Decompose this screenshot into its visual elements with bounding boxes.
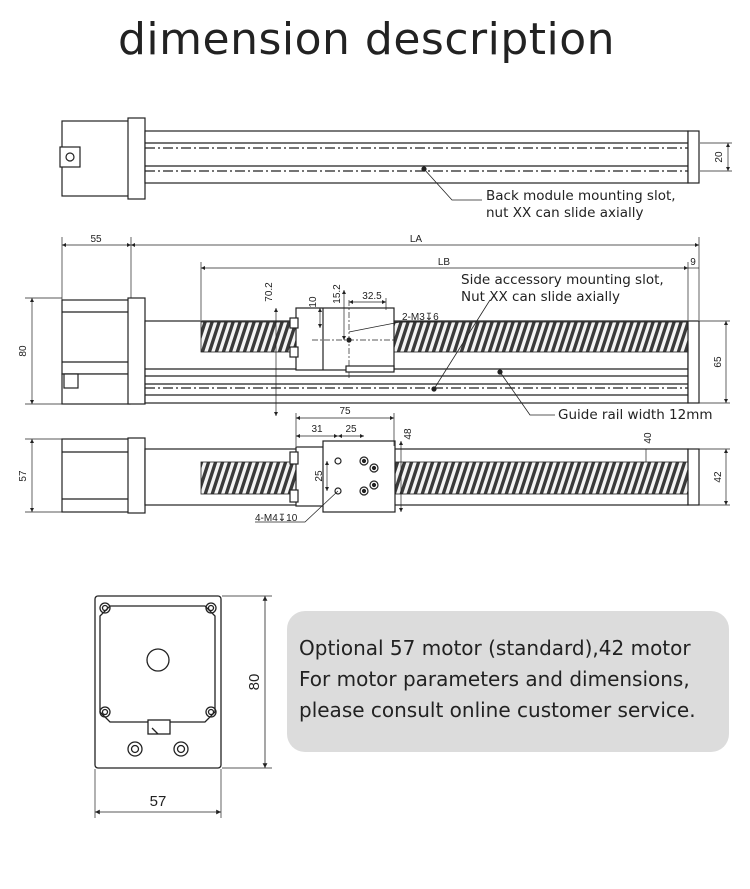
- slider-view-motor-body: [61, 438, 131, 513]
- motor-shaft-icon: [146, 648, 170, 672]
- top-motor-flange: [127, 117, 146, 200]
- slider-view-lead-screw: [200, 461, 689, 495]
- dim-48: 48: [403, 428, 414, 440]
- callout-side-slot-line2: Nut XX can slide axially: [461, 289, 620, 305]
- front-motor-flange: [127, 297, 146, 405]
- dim-2-m3: 2-M3↧6: [402, 312, 439, 323]
- dim-31: 31: [311, 424, 323, 435]
- dim-motor-80: 80: [246, 674, 263, 691]
- front-end-cap: [687, 320, 700, 404]
- top-view: [59, 117, 732, 201]
- dim-15-2: 15.2: [332, 284, 343, 304]
- dim-80-front: 80: [18, 345, 29, 357]
- dim-25-top: 25: [345, 424, 357, 435]
- dim-lb: LB: [438, 257, 451, 268]
- note-line-1: Optional 57 motor (standard),42 motor: [299, 636, 691, 660]
- note-line-2: For motor parameters and dimensions,: [299, 667, 690, 691]
- dim-motor-57: 57: [150, 793, 167, 810]
- motor-note-box: Optional 57 motor (standard),42 motor Fo…: [287, 611, 729, 752]
- dim-25-side: 25: [314, 470, 325, 482]
- front-view: [25, 237, 730, 416]
- dim-10: 10: [308, 296, 319, 308]
- dim-70-2: 70.2: [264, 282, 275, 302]
- callout-guide-rail: Guide rail width 12mm: [558, 407, 713, 423]
- callout-back-slot-line1: Back module mounting slot,: [486, 188, 676, 204]
- dim-57-side: 57: [18, 470, 29, 482]
- front-slider-block: [295, 307, 395, 371]
- dim-65: 65: [713, 356, 724, 368]
- callout-back-slot-line2: nut XX can slide axially: [486, 205, 644, 221]
- front-lead-screw: [200, 321, 689, 353]
- callout-side-slot-line1: Side accessory mounting slot,: [461, 272, 664, 288]
- slider-view: [25, 413, 730, 523]
- dim-la: LA: [410, 234, 423, 245]
- dim-75: 75: [339, 406, 351, 417]
- top-profile: [144, 130, 689, 184]
- note-line-3: please consult online customer service.: [299, 698, 696, 722]
- motor-end-face: [99, 605, 216, 723]
- dim-4-m4: 4-M4↧10: [255, 513, 298, 524]
- dim-9: 9: [690, 257, 696, 268]
- motor-end-view: [94, 595, 272, 818]
- front-motor-body: [61, 299, 131, 375]
- dim-32-5: 32.5: [362, 291, 382, 302]
- dim-40: 40: [643, 432, 654, 444]
- dim-42: 42: [713, 471, 724, 483]
- top-end-cap: [687, 130, 700, 184]
- top-motor-port-icon: [65, 152, 75, 162]
- dim-20: 20: [714, 151, 725, 163]
- dim-55: 55: [90, 234, 102, 245]
- page-title: dimension description: [118, 14, 616, 65]
